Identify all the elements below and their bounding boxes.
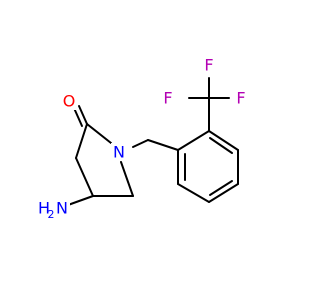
bond-n1-c5 bbox=[120, 161, 134, 197]
bond-ar2-ar3-inner bbox=[209, 137, 233, 154]
atom-amine-subscript: 2 bbox=[48, 208, 55, 221]
bond-ar2-ar3 bbox=[208, 130, 239, 151]
bond-ar1-ar2 bbox=[177, 130, 210, 151]
bond-c2-n1 bbox=[86, 123, 112, 144]
bond-c3-c2 bbox=[75, 123, 88, 159]
bonds bbox=[67, 77, 239, 206]
bond-ar4-ar5 bbox=[208, 183, 239, 203]
atom-oxygen: O bbox=[63, 92, 76, 111]
atom-nitrogen-ring: N bbox=[113, 143, 125, 162]
bond-ar5-ar6 bbox=[177, 183, 210, 203]
atom-fluorine-2: F bbox=[163, 89, 172, 108]
bond-ch2-ar1 bbox=[147, 139, 179, 151]
bond-c4-nh2 bbox=[67, 195, 94, 206]
atom-labels: O N H 2 N F F F bbox=[36, 56, 249, 221]
bond-ar4-ar5-inner bbox=[209, 180, 233, 196]
atom-fluorine-1: F bbox=[204, 56, 213, 75]
molecule-structure: O N H 2 N F F F bbox=[36, 55, 249, 221]
bond-c2-o-b bbox=[73, 107, 83, 127]
atom-amine-nitrogen: N bbox=[56, 199, 68, 218]
bond-c4-c3 bbox=[75, 157, 94, 197]
bond-n1-ch2 bbox=[132, 139, 149, 148]
bond-c2-o-a bbox=[78, 105, 88, 125]
atom-amine-hydrogen: H bbox=[38, 199, 50, 218]
atom-fluorine-3: F bbox=[236, 89, 245, 108]
